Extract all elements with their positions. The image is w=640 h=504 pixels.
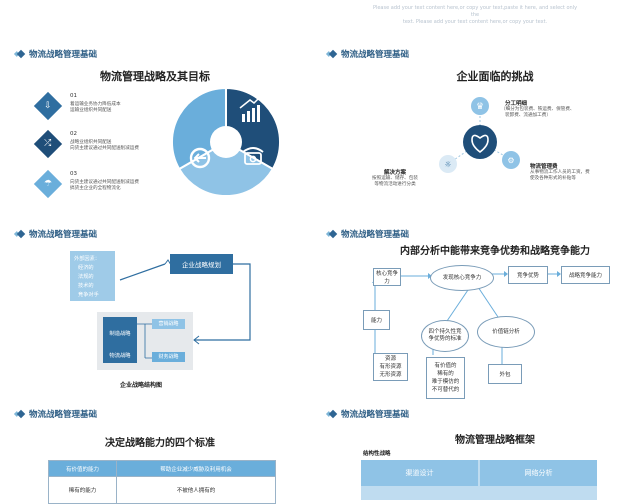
diamond-bullet-icon xyxy=(16,49,26,59)
section-header: 物流战略管理基础 xyxy=(16,228,97,240)
table-header-row: 有价值的能力 帮助企业减少威胁及利用机会 xyxy=(48,460,276,477)
section-header: 物流战略管理基础 xyxy=(328,408,409,420)
growth-chart-icon xyxy=(239,94,263,122)
value-chain-node: 价值链分析 xyxy=(477,316,535,348)
svg-text:☼: ☼ xyxy=(444,160,451,169)
section-header: 物流战略管理基础 xyxy=(16,48,97,60)
umbrella-icon: ☂ xyxy=(33,169,63,199)
corporate-strategy-box: 企业战略规划 xyxy=(170,254,233,274)
exit-icon xyxy=(189,147,211,169)
diamond-bullet-icon xyxy=(328,49,338,59)
slide-title: 物流管理战略及其目标 xyxy=(100,70,210,83)
diamond-bullet-icon xyxy=(16,229,26,239)
framework-cell: 网络分析 xyxy=(480,460,597,486)
slide-title: 物流管理战略框架 xyxy=(455,435,535,446)
capability-node: 能力 xyxy=(363,310,390,330)
outsourcing-node: 外包 xyxy=(488,364,522,384)
diamond-bullet-icon xyxy=(328,229,338,239)
slide-title: 内部分析中能带来竞争优势和战略竞争能力 xyxy=(400,246,590,257)
telephone-icon xyxy=(242,147,264,165)
external-factors-box: 外部因素： 经济的 法规的 技术的 竞争对手 xyxy=(70,251,115,301)
slide-title: 企业面临的挑战 xyxy=(456,70,534,83)
challenge-item: 物流管理费 从事物流工作人员的工资，费 使及各种形式的补贴等 xyxy=(530,164,590,182)
criteria-list-node: 有价值的 稀有的 难于模仿的 不可替代的 xyxy=(426,357,465,399)
diamond-bullet-icon xyxy=(328,409,338,419)
diagram-caption: 企业战略结构图 xyxy=(120,382,163,389)
strategy-connectors xyxy=(119,259,251,345)
framework-subtitle: 结构性战略 xyxy=(363,451,391,457)
discover-core-node: 发现核心竞争力 xyxy=(430,265,494,291)
functional-strategy-group: 制造战略 物流战略 营销战略 财务战略 xyxy=(97,312,193,370)
challenge-item: 解决方案 按照运输、储存、包装 等物流活动进行分类 xyxy=(372,170,418,188)
section-header: 物流战略管理基础 xyxy=(328,228,409,240)
core-competence-node: 核心竞争力 xyxy=(373,268,401,286)
diamond-bullet-icon xyxy=(16,409,26,419)
strategic-capability-node: 战略竞争能力 xyxy=(561,266,610,284)
shuffle-icon: ⤮ xyxy=(33,129,63,159)
challenge-item: 分工明细 （细分为包装费、铁运费、保管费、 装卸费、流通加工费） xyxy=(501,101,575,119)
section-header: 物流战略管理基础 xyxy=(328,48,409,60)
resources-node: 资源 有形资源 无形资源 xyxy=(373,353,408,381)
pie-diagram xyxy=(170,86,282,197)
svg-text:♛: ♛ xyxy=(476,102,484,112)
slide-title: 决定战略能力的四个标准 xyxy=(105,438,215,449)
svg-text:⚙: ⚙ xyxy=(507,156,514,165)
criteria-node: 四个持久性竞 争优势的标准 xyxy=(421,320,469,352)
download-icon: ⇩ xyxy=(33,91,63,121)
top-note: Please add your text content here,or cop… xyxy=(372,5,578,25)
section-header: 物流战略管理基础 xyxy=(16,408,97,420)
table-row: 稀有的能力 不被他人拥有的 xyxy=(48,476,276,504)
framework-cell: 渠道设计 xyxy=(361,460,478,486)
criteria-table: 有价值的能力 帮助企业减少威胁及利用机会 稀有的能力 不被他人拥有的 xyxy=(48,460,276,504)
framework-grid: 渠道设计 网络分析 xyxy=(361,460,597,500)
challenge-diagram: ♛ ⚙ ☼ xyxy=(439,97,520,173)
competitive-advantage-node: 竞争优势 xyxy=(508,266,548,284)
